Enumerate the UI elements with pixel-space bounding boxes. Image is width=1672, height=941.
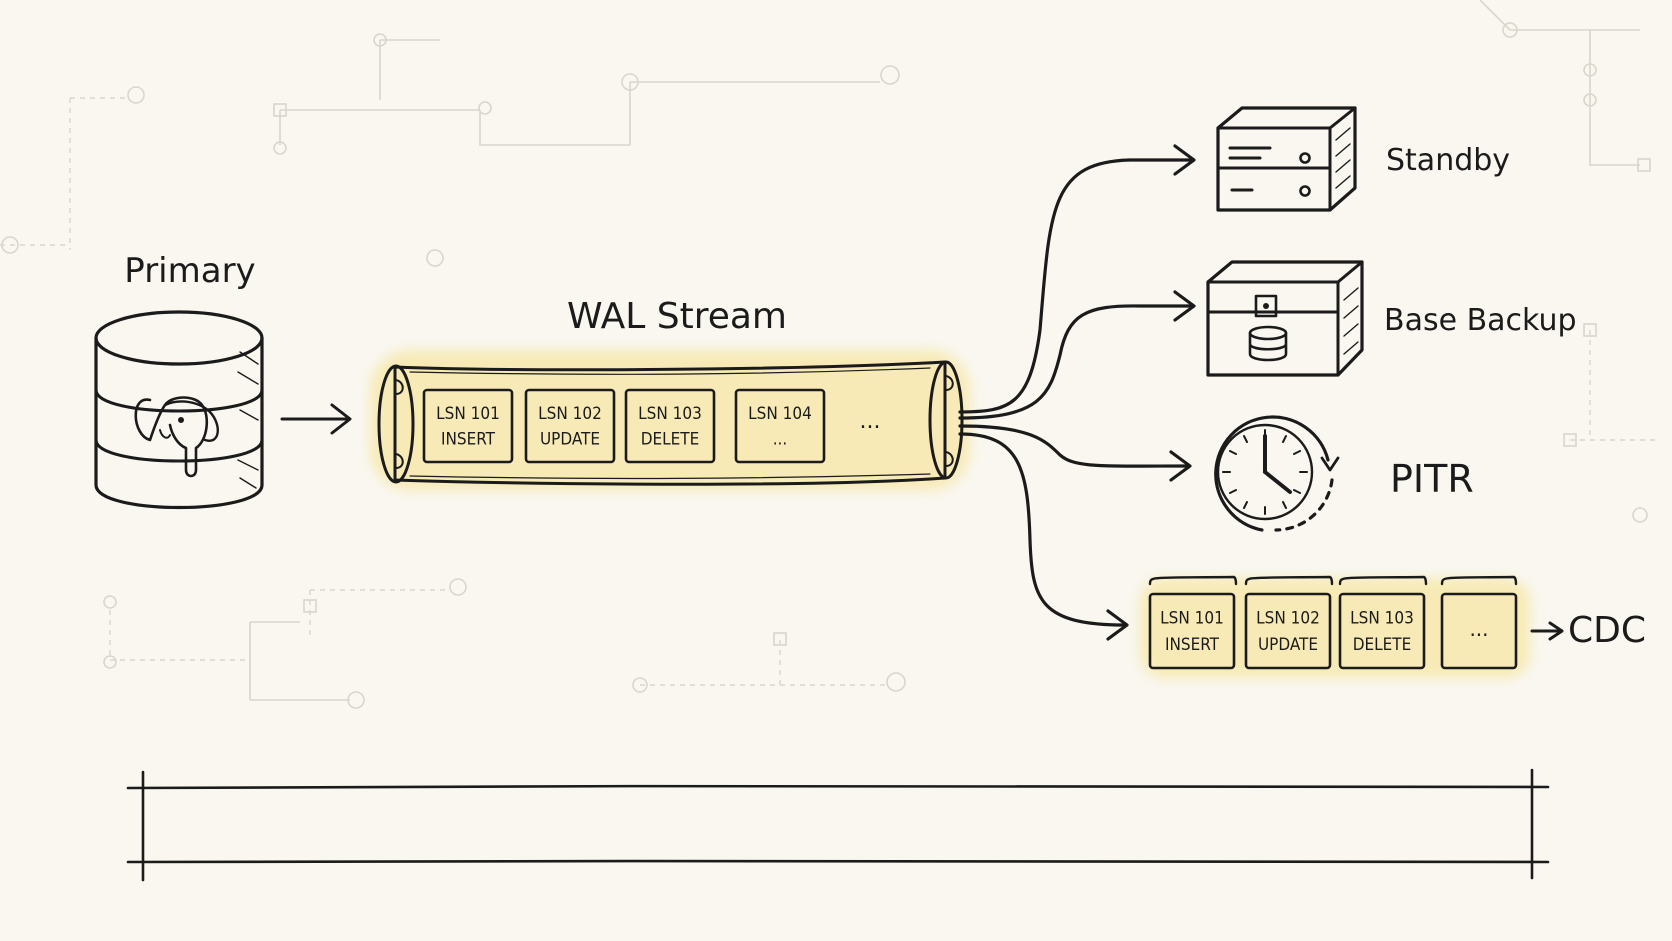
wal-record-box: [422, 388, 514, 464]
wal-highlight: [370, 350, 970, 490]
cdc-label: CDC: [1568, 610, 1646, 651]
wal-record-op: DELETE: [641, 430, 700, 450]
clock-icon: [1214, 415, 1340, 532]
wal-record-4: LSN 104...: [734, 388, 826, 464]
wal-record-lsn: LSN 102: [538, 404, 602, 424]
standby-label: Standby: [1386, 143, 1510, 178]
wal-record-lsn: LSN 104: [748, 404, 812, 424]
timeline-frame: [126, 768, 1550, 882]
primary-label: Primary: [124, 251, 255, 291]
cdc-more-cell: ...: [1440, 575, 1518, 670]
cdc-record-op: INSERT: [1165, 635, 1220, 655]
wal-record-lsn: LSN 103: [638, 404, 702, 424]
cdc-record-box: [1338, 592, 1426, 670]
arrow-to-cdc-label: [1530, 621, 1564, 641]
wal-record-op: UPDATE: [540, 430, 600, 450]
wal-record-lsn: LSN 101: [436, 404, 500, 424]
standby-node: Standby: [1216, 106, 1510, 212]
cdc-record-lsn: LSN 101: [1160, 609, 1224, 629]
wal-stream-label: WAL Stream: [567, 296, 787, 337]
wal-record-op: ...: [773, 430, 788, 450]
wal-more-ellipsis: ...: [860, 409, 881, 434]
wal-record-box: [624, 388, 716, 464]
background-circuit-pattern: [0, 0, 1660, 709]
pitr-label: PITR: [1390, 457, 1474, 501]
cdc-record-op: DELETE: [1353, 635, 1412, 655]
cdc-record-box: [1148, 592, 1236, 670]
cdc-highlight: [1140, 578, 1530, 678]
cdc-record-box: [1244, 592, 1332, 670]
arrow-primary-to-wal: [280, 403, 352, 435]
pitr-node: PITR: [1214, 415, 1474, 532]
arrow-to-pitr: [958, 424, 1190, 468]
arrow-to-base-backup: [958, 304, 1194, 420]
branch-arrows: [958, 144, 1196, 641]
primary-database: Primary: [94, 251, 264, 510]
storage-box-icon: [1206, 260, 1364, 377]
cdc-record-lsn: LSN 102: [1256, 609, 1320, 629]
wal-record-op: INSERT: [441, 430, 496, 450]
wal-record-box: [734, 388, 826, 464]
wal-record-box: [524, 388, 616, 464]
server-icon: [1216, 106, 1357, 212]
cdc-record-lsn: LSN 103: [1350, 609, 1414, 629]
base-backup-node: Base Backup: [1206, 260, 1577, 377]
arrow-to-standby: [958, 158, 1194, 414]
scroll-icon: [377, 360, 964, 486]
cdc-record-op: UPDATE: [1258, 635, 1318, 655]
base-backup-label: Base Backup: [1384, 303, 1577, 338]
arrow-to-cdc: [958, 432, 1127, 627]
postgres-elephant-database-icon: [94, 310, 264, 510]
cdc-more-ellipsis: ...: [1469, 617, 1488, 641]
